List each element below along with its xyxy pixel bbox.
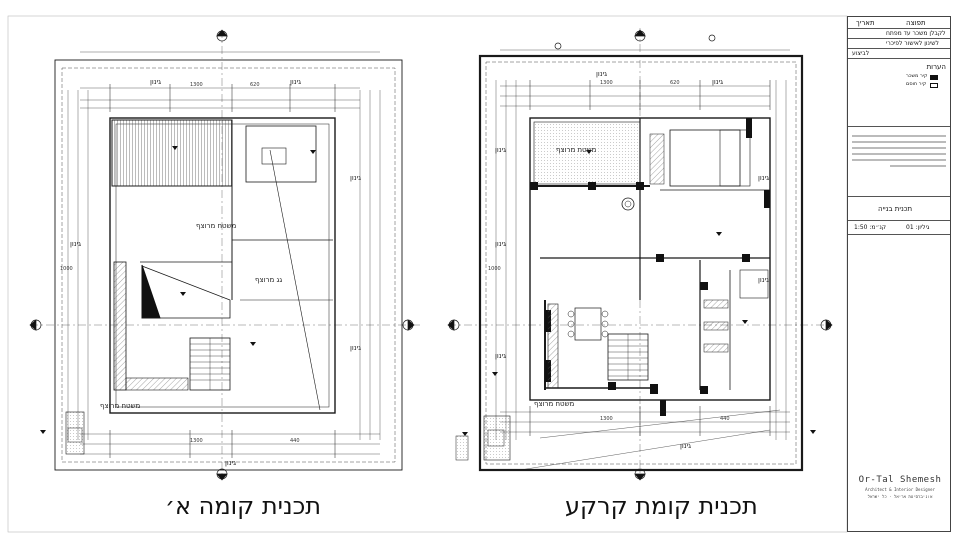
brand-name: Or-Tal Shemesh (858, 475, 942, 485)
brand-address: אוניברסיטת אריאל · כל ישראל (867, 494, 933, 499)
tb-issue: תפוצה (906, 19, 926, 27)
legend-swatch-outline (930, 83, 938, 88)
plan-title-ground-floor: תכנית קומת קרקע (565, 492, 758, 520)
label-ground-9: משטח מרוצף (556, 146, 597, 154)
label-ground-6: גינון (758, 276, 769, 284)
plan-ground-floor (447, 28, 833, 481)
label-ground-3: גינון (495, 146, 506, 154)
dim-first-4: 1000 (60, 266, 73, 272)
tb-scale: קנ״מ: 1:50 (854, 224, 887, 231)
dim-ground-2: 620 (670, 80, 680, 86)
label-ground-7: גינון (495, 352, 506, 360)
dim-first-1: 1300 (190, 82, 203, 88)
label-first-1: גינון (70, 240, 81, 248)
tb-date: תאריך (856, 19, 875, 27)
label-ground-4: גינון (758, 174, 769, 182)
label-first-9: משטח מרוצף (100, 402, 141, 410)
tb-notes-placeholder (852, 135, 946, 167)
label-ground-10: משטח מרוצף (534, 400, 575, 408)
label-first-3: גינון (290, 78, 301, 86)
tb-drawing-name: תכנית בנייה (878, 205, 913, 213)
dim-first-5: 440 (290, 438, 300, 444)
brand-subtitle: Architect & Interior Designer (865, 487, 935, 492)
tb-issue-row-2: לשינון לאישור לפיכרי (848, 39, 950, 49)
dim-ground-1: 1300 (600, 80, 613, 86)
label-ground-2: גינון (712, 78, 723, 86)
legend-swatch-solid (930, 75, 938, 80)
label-first-8: גג מרוצף (255, 276, 282, 284)
dim-ground-3: 1300 (600, 416, 613, 422)
tb-general-notes (848, 127, 950, 197)
tb-issue-1: לקבלן משכר עד מפתח (886, 30, 946, 37)
dim-first-2: 620 (250, 82, 260, 88)
tb-issue-row-1: לקבלן משכר עד מפתח (848, 29, 950, 39)
dim-ground-4: 1000 (488, 266, 501, 272)
tb-sheet: גיליון: 01 (906, 224, 930, 231)
label-first-2: גינון (150, 78, 161, 86)
label-ground-8: גינון (680, 442, 691, 450)
tb-issue-row-3: לביצוע (848, 49, 950, 59)
title-block: תאריך תפוצה לקבלן משכר עד מפתח לשינון לא… (847, 16, 951, 532)
dim-ground-5: 440 (720, 416, 730, 422)
label-first-6: גינון (225, 459, 236, 467)
tb-notes: הערות קיר משכר קיר חוסם (848, 59, 950, 127)
label-first-5: גינון (350, 344, 361, 352)
tb-header-row: תאריך תפוצה (848, 17, 950, 29)
tb-legend-2: קיר חוסם (906, 81, 927, 87)
label-first-4: גינון (350, 174, 361, 182)
label-ground-1: גינון (596, 70, 607, 78)
dimension-text-layer: 1300 620 1300 1000 440 1300 620 1300 100… (60, 80, 730, 444)
dim-first-3: 1300 (190, 438, 203, 444)
plan-first-floor (29, 29, 420, 481)
room-label-layer: גינון גינון גינון גינון גינון גינון משטח… (70, 70, 769, 467)
label-first-7: משטח מרוצף (196, 222, 237, 230)
tb-drawing-name-row: תכנית בנייה (848, 197, 950, 221)
tb-issue-3: לביצוע (852, 50, 870, 57)
plan-title-first-floor: תכנית קומה א׳ (165, 492, 322, 520)
label-ground-5: גינון (495, 240, 506, 248)
sheet-border (7, 15, 848, 533)
tb-issue-2: לשינון לאישור לפיכרי (886, 40, 939, 47)
tb-notes-label: הערות (926, 63, 946, 71)
tb-legend-1: קיר משכר (906, 73, 928, 79)
tb-sheet-row: קנ״מ: 1:50 גיליון: 01 (848, 221, 950, 235)
